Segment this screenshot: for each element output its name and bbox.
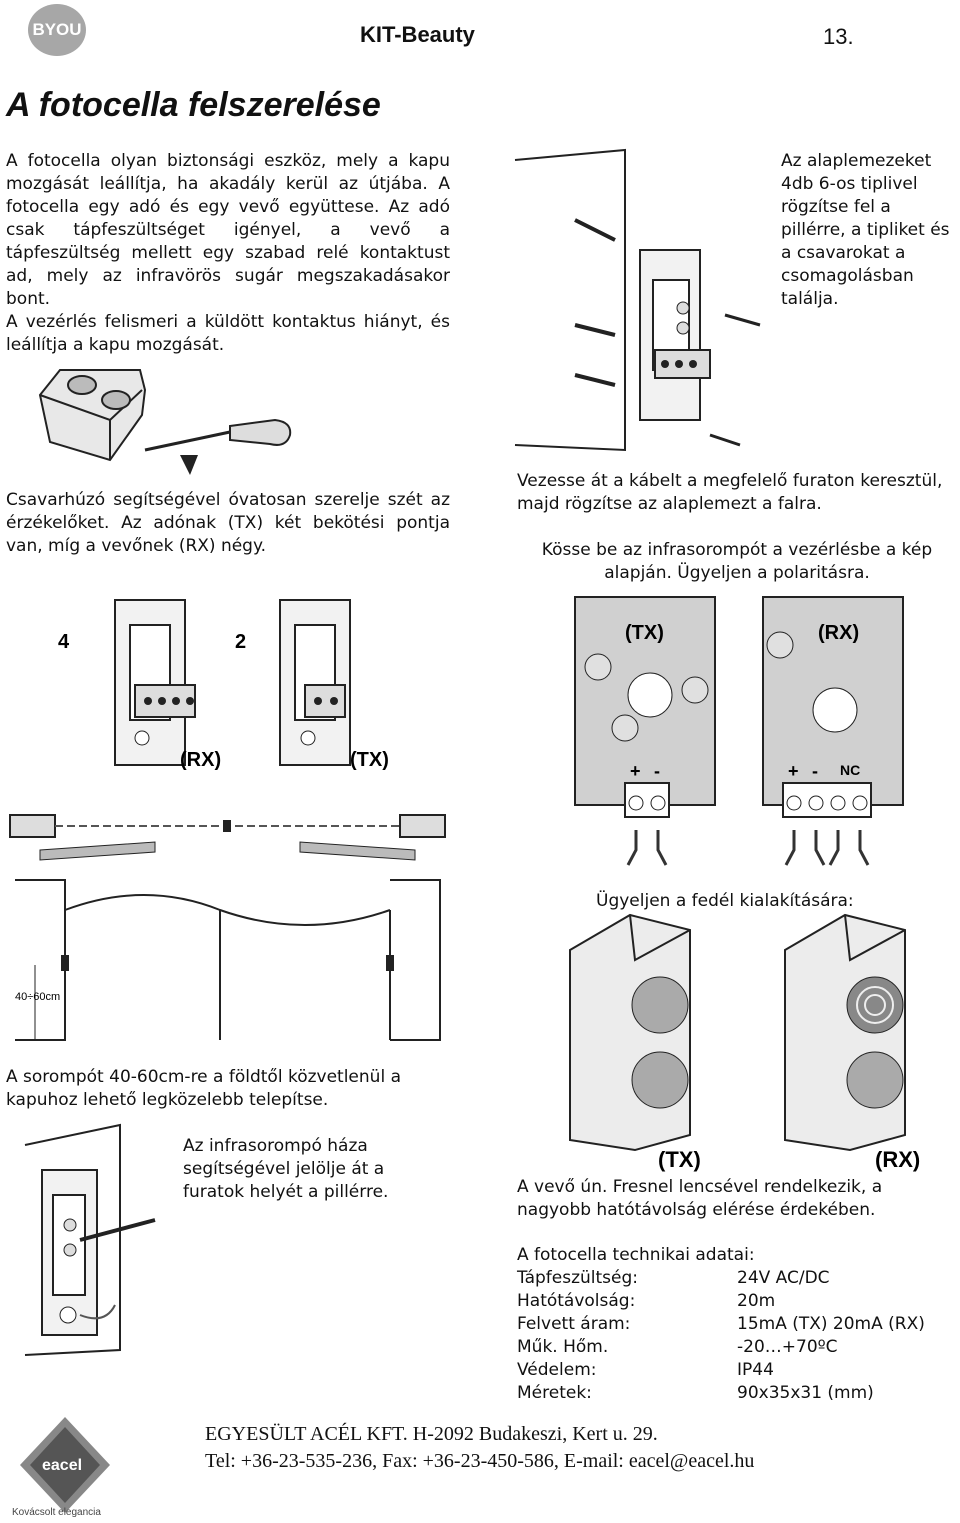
tx-minus-label: - xyxy=(654,761,660,781)
specs-row: Tápfeszültség: 24V AC/DC xyxy=(517,1267,957,1290)
wiring-rx-label: (RX) xyxy=(818,622,859,644)
wiring-tx-label: (TX) xyxy=(625,622,664,644)
spec-key: Tápfeszültség: xyxy=(517,1268,639,1288)
rx-nc-label: NC xyxy=(840,762,860,778)
footer-company: EGYESÜLT ACÉL KFT. H-2092 Budakeszi, Ker… xyxy=(205,1423,658,1445)
rx-plus-label: + xyxy=(788,761,799,781)
rx-pin-count: 4 xyxy=(58,631,70,653)
assembly-tx-label: (TX) xyxy=(350,749,389,771)
marking-instruction: Az infrasorompó háza segítségével jelölj… xyxy=(183,1136,389,1202)
page-number: 13. xyxy=(823,24,854,49)
spec-value: -20…+70ºC xyxy=(737,1337,838,1357)
spec-value: 24V AC/DC xyxy=(737,1268,830,1288)
spec-key: Védelem: xyxy=(517,1360,597,1380)
sensor-screwdriver-illustration xyxy=(38,369,292,475)
spec-value: IP44 xyxy=(737,1360,774,1380)
specs-row: Hatótávolság: 20m xyxy=(517,1290,957,1313)
byou-logo: BYOU xyxy=(28,4,86,56)
footer-contact: Tel: +36-23-535-236, Fax: +36-23-450-586… xyxy=(205,1450,755,1472)
header-title: KIT-Beauty xyxy=(360,22,475,47)
wiring-diagram: (TX) (RX) + - + - NC xyxy=(574,596,904,866)
cover-rx-label: (RX) xyxy=(875,1147,920,1172)
specs-table: A fotocella technikai adatai: Tápfeszült… xyxy=(517,1244,957,1405)
plate-instruction: Az alaplemezeket 4db 6-os tiplivel rögzí… xyxy=(781,151,950,309)
assembly-rx-label: (RX) xyxy=(180,749,221,771)
spec-value: 90x35x31 (mm) xyxy=(737,1383,874,1403)
page-title: A fotocella felszerelése xyxy=(6,86,381,124)
wall-plate-illustration xyxy=(514,148,761,452)
spec-key: Felvett áram: xyxy=(517,1314,631,1334)
spec-key: Műk. Hőm. xyxy=(517,1337,609,1357)
cable-instruction: Vezesse át a kábelt a megfelelő furaton … xyxy=(517,471,943,514)
spec-key: Hatótávolság: xyxy=(517,1291,636,1311)
tx-plus-label: + xyxy=(630,761,641,781)
specs-title: A fotocella technikai adatai: xyxy=(517,1245,755,1265)
eacel-logo: eacel Kovácsolt elegancia xyxy=(12,1417,110,1518)
specs-row: Műk. Hőm. -20…+70ºC xyxy=(517,1336,957,1359)
eacel-tagline: Kovácsolt elegancia xyxy=(12,1507,101,1518)
rx-minus-label: - xyxy=(812,761,818,781)
spec-value: 20m xyxy=(737,1291,776,1311)
byou-logo-text: BYOU xyxy=(32,20,82,39)
cover-tx-label: (TX) xyxy=(658,1147,701,1172)
fresnel-note: A vevő ún. Fresnel lencsével rendelkezik… xyxy=(517,1177,883,1220)
specs-row: Védelem: IP44 xyxy=(517,1359,957,1382)
gate-illustration: 40÷60cm xyxy=(9,814,446,1041)
height-instruction: A sorompót 40-60cm-re a földtől közvetle… xyxy=(6,1067,401,1110)
disassemble-instruction: Csavarhúzó segítségével óvatosan szerelj… xyxy=(6,490,450,556)
tx-pin-count: 2 xyxy=(235,631,246,653)
intro-paragraph-2: A vezérlés felismeri a küldött kontaktus… xyxy=(6,312,450,355)
intro-paragraph: A fotocella olyan biztonsági eszköz, mel… xyxy=(6,151,450,309)
cover-instruction: Ügyeljen a fedél kialakítására: xyxy=(596,891,854,911)
assembly-illustration: 4 2 (RX) (TX) xyxy=(58,599,389,771)
connect-instruction: Kösse be az infrasorompót a vezérlésbe a… xyxy=(541,540,933,583)
cover-illustration: (TX) (RX) xyxy=(569,913,920,1172)
specs-row: Méretek: 90x35x31 (mm) xyxy=(517,1382,957,1405)
spec-key: Méretek: xyxy=(517,1383,592,1403)
spec-value: 15mA (TX) 20mA (RX) xyxy=(737,1314,925,1334)
mount-height-label: 40÷60cm xyxy=(15,991,60,1003)
specs-row: Felvett áram: 15mA (TX) 20mA (RX) xyxy=(517,1313,957,1336)
marking-illustration xyxy=(24,1123,156,1356)
eacel-logo-text: eacel xyxy=(42,1457,82,1474)
